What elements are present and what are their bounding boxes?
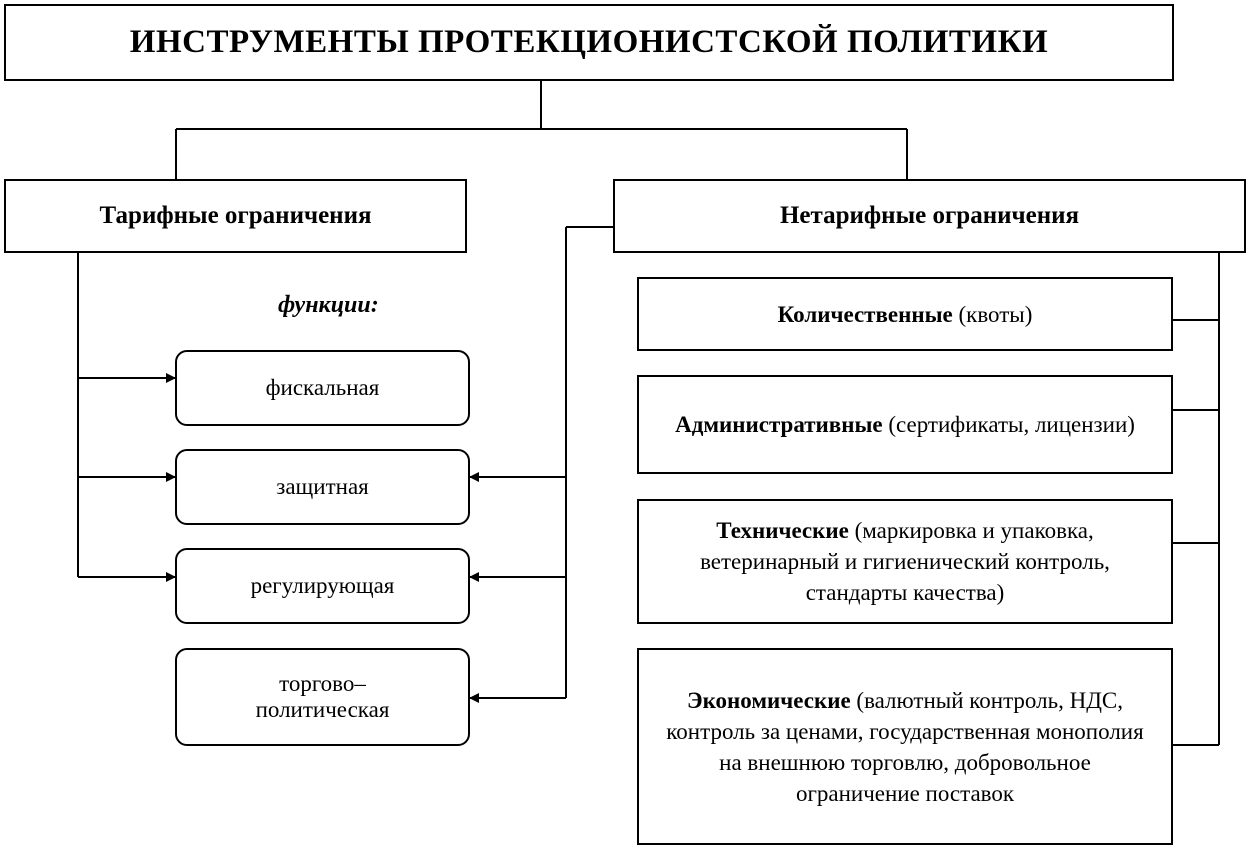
function-trade-policy: торгово– политическая	[255, 671, 390, 722]
nontariff-header-box: Нетарифные ограничения	[613, 179, 1246, 253]
function-regulating: регулирующая	[250, 573, 395, 598]
function-fiscal-box: фискальная	[175, 350, 470, 426]
nontariff-administrative-name: Административные	[675, 412, 883, 437]
diagram-title-box: ИНСТРУМЕНТЫ ПРОТЕКЦИОНИСТСКОЙ ПОЛИТИКИ	[4, 4, 1174, 81]
functions-label: функции:	[278, 292, 379, 318]
nontariff-economic-detail: (валютный контроль, НДС, контроль за цен…	[666, 687, 1144, 806]
nontariff-economic-name: Экономические	[687, 687, 851, 713]
tariff-header: Тарифные ограничения	[99, 202, 372, 229]
nontariff-administrative-detail: (сертификаты, лицензии)	[882, 412, 1135, 437]
nontariff-header: Нетарифные ограничения	[779, 202, 1080, 229]
nontariff-technical-box: Технические (маркировка и упаковка, вете…	[637, 499, 1173, 624]
diagram-title: ИНСТРУМЕНТЫ ПРОТЕКЦИОНИСТСКОЙ ПОЛИТИКИ	[129, 24, 1049, 60]
nontariff-administrative-box: Административные (сертификаты, лицензии)	[637, 375, 1173, 474]
nontariff-quantitative-detail: (квоты)	[952, 301, 1033, 327]
function-protective: защитная	[276, 474, 369, 499]
nontariff-economic-box: Экономические (валютный контроль, НДС, к…	[637, 648, 1173, 845]
nontariff-economic-text: Экономические (валютный контроль, НДС, к…	[639, 685, 1171, 809]
tariff-header-box: Тарифные ограничения	[4, 179, 467, 253]
function-regulating-box: регулирующая	[175, 548, 470, 624]
function-fiscal: фискальная	[265, 375, 380, 400]
function-protective-box: защитная	[175, 449, 470, 525]
nontariff-quantitative-name: Количественные	[777, 301, 953, 327]
nontariff-technical-name: Технические	[716, 518, 849, 543]
nontariff-quantitative-text: Количественные (квоты)	[772, 299, 1039, 330]
nontariff-quantitative-box: Количественные (квоты)	[637, 277, 1173, 351]
function-trade-policy-box: торгово– политическая	[175, 648, 470, 746]
nontariff-technical-text: Технические (маркировка и упаковка, вете…	[639, 515, 1171, 608]
nontariff-administrative-text: Административные (сертификаты, лицензии)	[641, 409, 1169, 440]
nontariff-technical-detail: (маркировка и упаковка, ветеринарный и г…	[700, 518, 1110, 605]
